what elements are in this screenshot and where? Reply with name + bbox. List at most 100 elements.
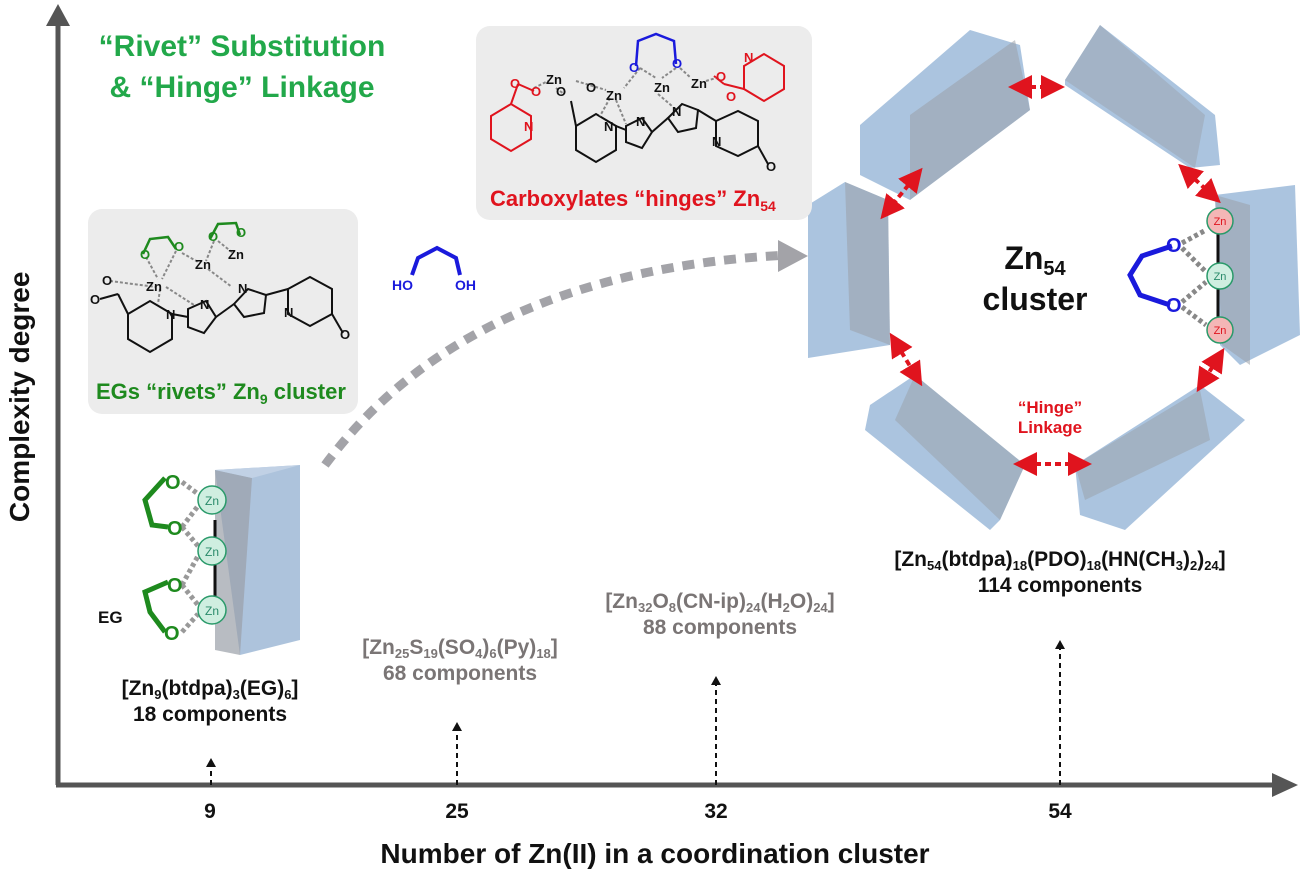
formula-text: (H bbox=[760, 590, 783, 613]
svg-text:Zn: Zn bbox=[691, 76, 707, 91]
svg-text:O: O bbox=[672, 56, 682, 71]
formula-text: [Zn bbox=[894, 548, 927, 571]
cluster-label-zn54: [Zn54(btdpa)18(PDO)18(HN(CH3)2)24] 114 c… bbox=[860, 548, 1260, 598]
cluster-components: 88 components bbox=[642, 615, 798, 639]
cluster-formula: [Zn9(btdpa)3(EG)6] bbox=[90, 677, 330, 703]
svg-text:O: O bbox=[208, 229, 218, 244]
formula-text: S bbox=[409, 636, 424, 659]
x-axis bbox=[56, 773, 1298, 797]
zn54-cluster-label: Zn54 cluster bbox=[980, 240, 1090, 318]
caption-subscript: 9 bbox=[259, 391, 268, 407]
formula-subscript: 8 bbox=[668, 600, 677, 615]
svg-text:Zn: Zn bbox=[1214, 216, 1227, 228]
cluster-label-zn32: [Zn32O8(CN-ip)24(H2O)24] 88 components bbox=[570, 590, 870, 640]
hinges-caption: Carboxylates “hinges” Zn54 bbox=[490, 186, 776, 214]
formula-subscript: 2 bbox=[1189, 558, 1198, 573]
cluster-components: 18 components bbox=[132, 702, 288, 726]
x-axis-label: Number of Zn(II) in a coordination clust… bbox=[380, 838, 930, 869]
zn9-prism-unit: O O O O Zn Zn Zn bbox=[142, 465, 300, 655]
svg-text:Zn: Zn bbox=[205, 545, 219, 559]
svg-text:Zn: Zn bbox=[546, 72, 562, 87]
tick-arrowhead bbox=[711, 676, 721, 685]
cluster-formula: [Zn32O8(CN-ip)24(H2O)24] bbox=[570, 590, 870, 616]
svg-text:Zn: Zn bbox=[195, 257, 211, 272]
svg-text:OH: OH bbox=[455, 277, 476, 293]
prism-bottom-right bbox=[1075, 385, 1245, 530]
svg-text:O: O bbox=[236, 225, 246, 240]
formula-subscript: 18 bbox=[1012, 558, 1028, 573]
formula-subscript: 4 bbox=[475, 646, 483, 661]
svg-text:N: N bbox=[200, 297, 209, 312]
formula-text: ) bbox=[482, 636, 490, 659]
hinge-label-line-1: “Hinge” bbox=[1017, 398, 1083, 417]
svg-text:O: O bbox=[716, 69, 726, 84]
title-line-2: & “Hinge” Linkage bbox=[109, 70, 375, 104]
caption-text: cluster bbox=[267, 379, 346, 404]
cluster-components: 114 components bbox=[977, 573, 1143, 597]
prism-top-left bbox=[860, 30, 1030, 200]
caption-subscript: 54 bbox=[760, 198, 776, 214]
tick-arrows bbox=[206, 640, 1065, 785]
x-tick-9: 9 bbox=[204, 800, 216, 823]
svg-text:O: O bbox=[510, 76, 520, 91]
svg-text:O: O bbox=[629, 60, 639, 75]
progression-arrowhead bbox=[778, 240, 808, 272]
diagram-title: “Rivet” Substitution & “Hinge” Linkage bbox=[82, 30, 402, 105]
y-axis-arrowhead bbox=[46, 4, 70, 26]
svg-text:HO: HO bbox=[392, 277, 413, 293]
eg-ligand-top bbox=[142, 476, 169, 530]
hinge-linkage-label: “Hinge” Linkage bbox=[1010, 398, 1090, 437]
cluster-formula: [Zn25S19(SO4)6(Py)18] bbox=[320, 636, 600, 662]
formula-text: [Zn bbox=[362, 636, 395, 659]
center-label-cluster: cluster bbox=[982, 281, 1088, 317]
svg-text:N: N bbox=[744, 50, 753, 65]
formula-subscript: 25 bbox=[394, 646, 410, 661]
svg-text:O: O bbox=[102, 273, 112, 288]
formula-subscript: 24 bbox=[746, 600, 761, 615]
btdpa-eg-structure: Zn Zn Zn O O O O O O N N N N O bbox=[90, 221, 350, 354]
formula-subscript: 9 bbox=[154, 687, 162, 702]
formula-text: (btdpa) bbox=[941, 548, 1013, 571]
formula-text: (SO bbox=[437, 636, 476, 659]
tick-arrowhead bbox=[452, 722, 462, 731]
hinge-label-line-2: Linkage bbox=[1017, 417, 1083, 437]
svg-text:Zn: Zn bbox=[654, 80, 670, 95]
svg-text:Zn: Zn bbox=[146, 279, 162, 294]
svg-text:N: N bbox=[636, 114, 645, 129]
o-atom: O bbox=[165, 472, 181, 494]
formula-subscript: 6 bbox=[284, 687, 292, 702]
zn-atoms: Zn Zn Zn bbox=[197, 485, 227, 625]
formula-subscript: 6 bbox=[489, 646, 497, 661]
svg-text:O: O bbox=[726, 89, 736, 104]
o-atom: O bbox=[167, 575, 183, 597]
formula-subscript: 32 bbox=[637, 600, 653, 615]
formula-text: (Py) bbox=[496, 636, 537, 659]
svg-text:N: N bbox=[604, 119, 613, 134]
svg-text:O: O bbox=[766, 159, 776, 174]
formula-subscript: 3 bbox=[1175, 558, 1183, 573]
svg-text:N: N bbox=[524, 119, 533, 134]
rivets-panel: Zn Zn Zn O O O O O O N N N N O EGs “rive… bbox=[88, 209, 358, 414]
formula-text: ) bbox=[1197, 548, 1205, 571]
y-axis bbox=[46, 4, 70, 785]
svg-text:Zn: Zn bbox=[1214, 271, 1227, 283]
caption-text: EGs “rivets” Zn bbox=[96, 379, 260, 404]
o-atom: O bbox=[167, 518, 183, 540]
propanediol-molecule: HO OH bbox=[392, 245, 476, 293]
cluster-label-zn9: [Zn9(btdpa)3(EG)6] 18 components bbox=[90, 677, 330, 727]
center-label-text: Zn bbox=[1004, 240, 1044, 276]
progression-arrow bbox=[321, 250, 791, 468]
title-line-1: “Rivet” Substitution bbox=[98, 30, 386, 63]
prism-left bbox=[808, 182, 890, 358]
prism-top-right bbox=[1065, 25, 1220, 168]
cluster-label-zn25: [Zn25S19(SO4)6(Py)18] 68 components bbox=[320, 636, 600, 686]
formula-text: ] bbox=[827, 590, 835, 613]
formula-text: ] bbox=[1218, 548, 1226, 571]
svg-text:N: N bbox=[284, 305, 293, 320]
formula-text: (PDO) bbox=[1027, 548, 1087, 571]
svg-text:O: O bbox=[586, 80, 596, 95]
o-atom: O bbox=[164, 623, 180, 645]
formula-subscript: 54 bbox=[927, 558, 942, 573]
svg-text:O: O bbox=[1166, 235, 1182, 257]
